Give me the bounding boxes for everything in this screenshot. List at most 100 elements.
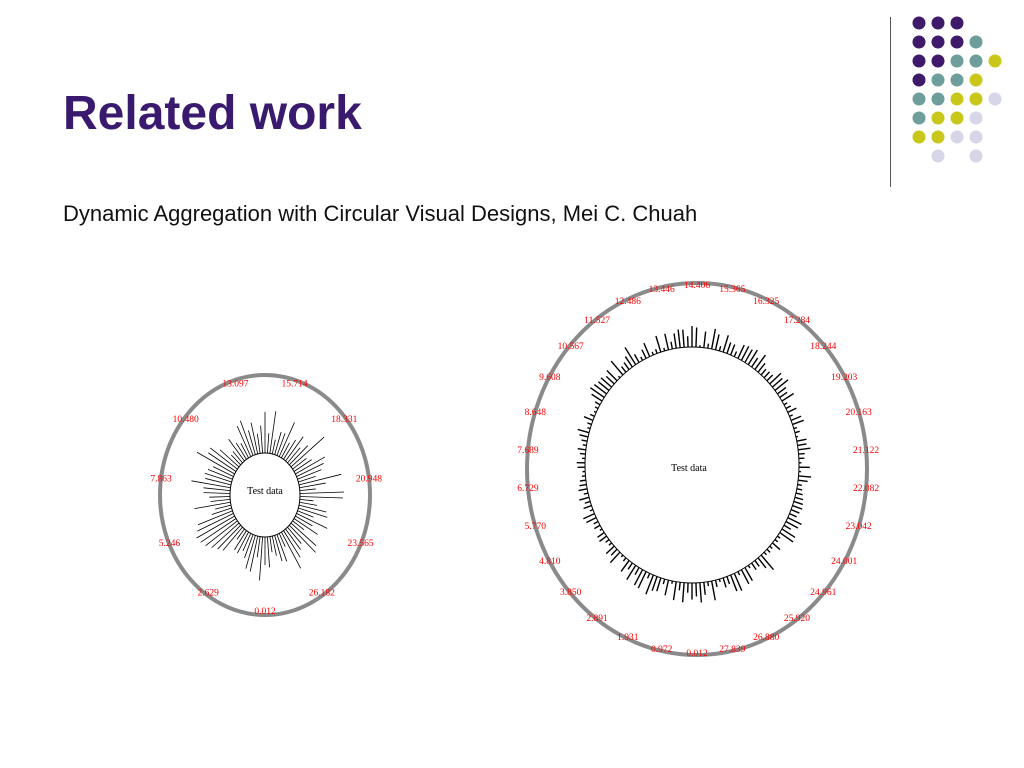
spike: [298, 473, 342, 486]
decorative-dot: [969, 130, 983, 144]
spike: [703, 331, 707, 348]
outer-ring: [158, 373, 372, 617]
spike: [230, 454, 241, 466]
spike: [267, 433, 270, 454]
spike: [672, 581, 677, 601]
spike: [623, 362, 630, 370]
decorative-dot: [950, 111, 964, 125]
spike: [205, 478, 232, 486]
spike: [579, 483, 587, 487]
spike: [577, 448, 586, 451]
spike: [274, 431, 282, 455]
spike: [751, 357, 759, 368]
spike: [733, 573, 743, 591]
spike: [722, 335, 729, 353]
spike: [283, 439, 297, 460]
ring-label: 5.770: [525, 522, 547, 532]
spike: [673, 333, 677, 349]
spike: [281, 531, 302, 569]
spike: [774, 538, 779, 543]
ring-label: 24.001: [831, 557, 857, 567]
inner-circle: [584, 346, 800, 584]
decorative-dot: [931, 111, 945, 125]
spike: [234, 530, 247, 551]
spike: [290, 436, 325, 468]
ring-labels: 0.0120.9721.9312.8913.8504.8105.7706.729…: [517, 281, 879, 659]
ring-label: 11.527: [584, 316, 610, 326]
spike: [763, 371, 771, 379]
spike: [789, 513, 797, 518]
spike: [583, 416, 594, 421]
spike: [707, 343, 710, 349]
spike: [710, 328, 717, 350]
spike: [605, 375, 615, 385]
spike: [295, 515, 313, 527]
ring-label: 24.961: [810, 588, 836, 598]
spike: [655, 335, 662, 353]
spike: [664, 579, 670, 596]
spike: [793, 500, 804, 506]
spike: [582, 444, 587, 447]
spike: [594, 406, 599, 410]
spike: [640, 356, 644, 361]
spike: [766, 548, 771, 553]
spike: [297, 469, 322, 480]
ring-label: 16.325: [753, 297, 779, 307]
decorative-dot: [969, 54, 983, 68]
spike: [276, 534, 288, 562]
ring-label: 10.567: [558, 342, 584, 352]
spike: [203, 492, 231, 494]
spike: [600, 377, 613, 388]
spike: [240, 443, 249, 459]
decorative-dot: [912, 16, 926, 30]
spike: [578, 488, 588, 492]
spike: [212, 466, 234, 477]
spike: [293, 518, 318, 535]
inner-circle: [229, 452, 301, 538]
decorative-dot: [931, 16, 945, 30]
spike-group: [576, 326, 812, 603]
spike: [289, 524, 316, 553]
decorative-dot: [931, 54, 945, 68]
spike: [779, 532, 794, 543]
ring-label: 23.565: [347, 539, 373, 549]
ring-label: 7.689: [517, 446, 539, 456]
spike: [643, 342, 651, 357]
ring-label: 23.042: [846, 522, 872, 532]
spike: [271, 439, 276, 455]
spike: [781, 528, 796, 539]
spike: [586, 516, 597, 524]
ring-label: 18.331: [331, 415, 357, 425]
spike: [606, 369, 618, 382]
spike: [584, 500, 591, 504]
ring-label: 19.203: [831, 373, 857, 383]
spike: [798, 447, 811, 451]
spike: [297, 510, 314, 518]
spike: [730, 344, 736, 356]
ring-label: 10.480: [173, 415, 199, 425]
spike: [781, 392, 795, 402]
spike: [228, 439, 245, 462]
spike: [232, 451, 243, 464]
spike: [610, 548, 618, 556]
spike: [197, 513, 234, 532]
ring-label: 21.122: [853, 446, 879, 456]
spike: [283, 530, 301, 558]
spike: [722, 577, 727, 588]
spike: [583, 492, 589, 495]
spike: [583, 513, 595, 520]
spike: [757, 362, 766, 373]
spike: [205, 520, 238, 547]
spike: [236, 528, 245, 540]
spike: [577, 428, 590, 434]
spike: [287, 447, 301, 464]
spike: [281, 442, 290, 459]
decorative-dot: [912, 73, 926, 87]
spike: [248, 430, 256, 455]
spike: [250, 422, 259, 455]
spike: [597, 381, 610, 392]
spike: [624, 356, 633, 368]
ring-label: 27.839: [719, 645, 745, 655]
spike: [795, 492, 803, 496]
ring-label: 8.648: [525, 408, 547, 418]
